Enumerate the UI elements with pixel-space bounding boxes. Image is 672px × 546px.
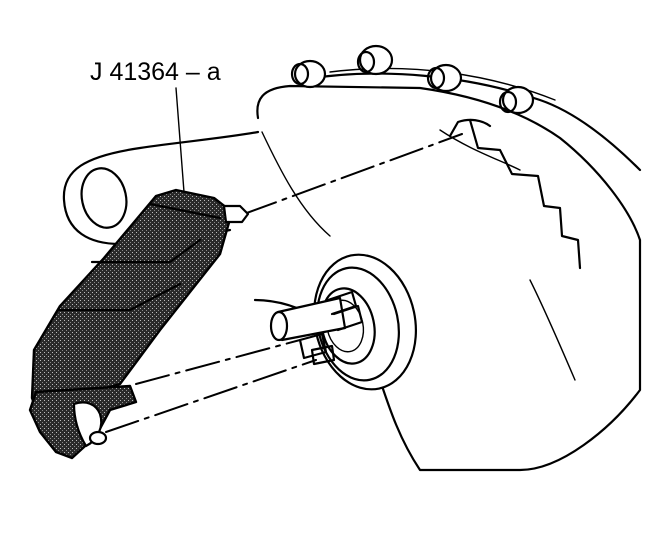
bolt-boss-row	[290, 44, 535, 115]
alignment-guides	[105, 133, 463, 433]
tool-callout: J 41364 – a	[90, 58, 221, 193]
tool-tab	[222, 204, 250, 224]
bolt-boss-2	[356, 44, 394, 76]
bolt-boss-1	[290, 59, 327, 89]
callout-leader	[175, 87, 185, 193]
alignment-line-shaft	[135, 339, 301, 385]
bolt-boss-3	[426, 63, 463, 93]
tool-body	[30, 188, 234, 422]
bolt-boss-4	[498, 85, 535, 115]
alignment-line-tab	[243, 133, 463, 215]
callout-label: J 41364 – a	[90, 58, 221, 86]
manual-shaft	[269, 290, 364, 366]
alignment-tool	[28, 188, 250, 460]
alignment-line-lower	[105, 359, 317, 433]
